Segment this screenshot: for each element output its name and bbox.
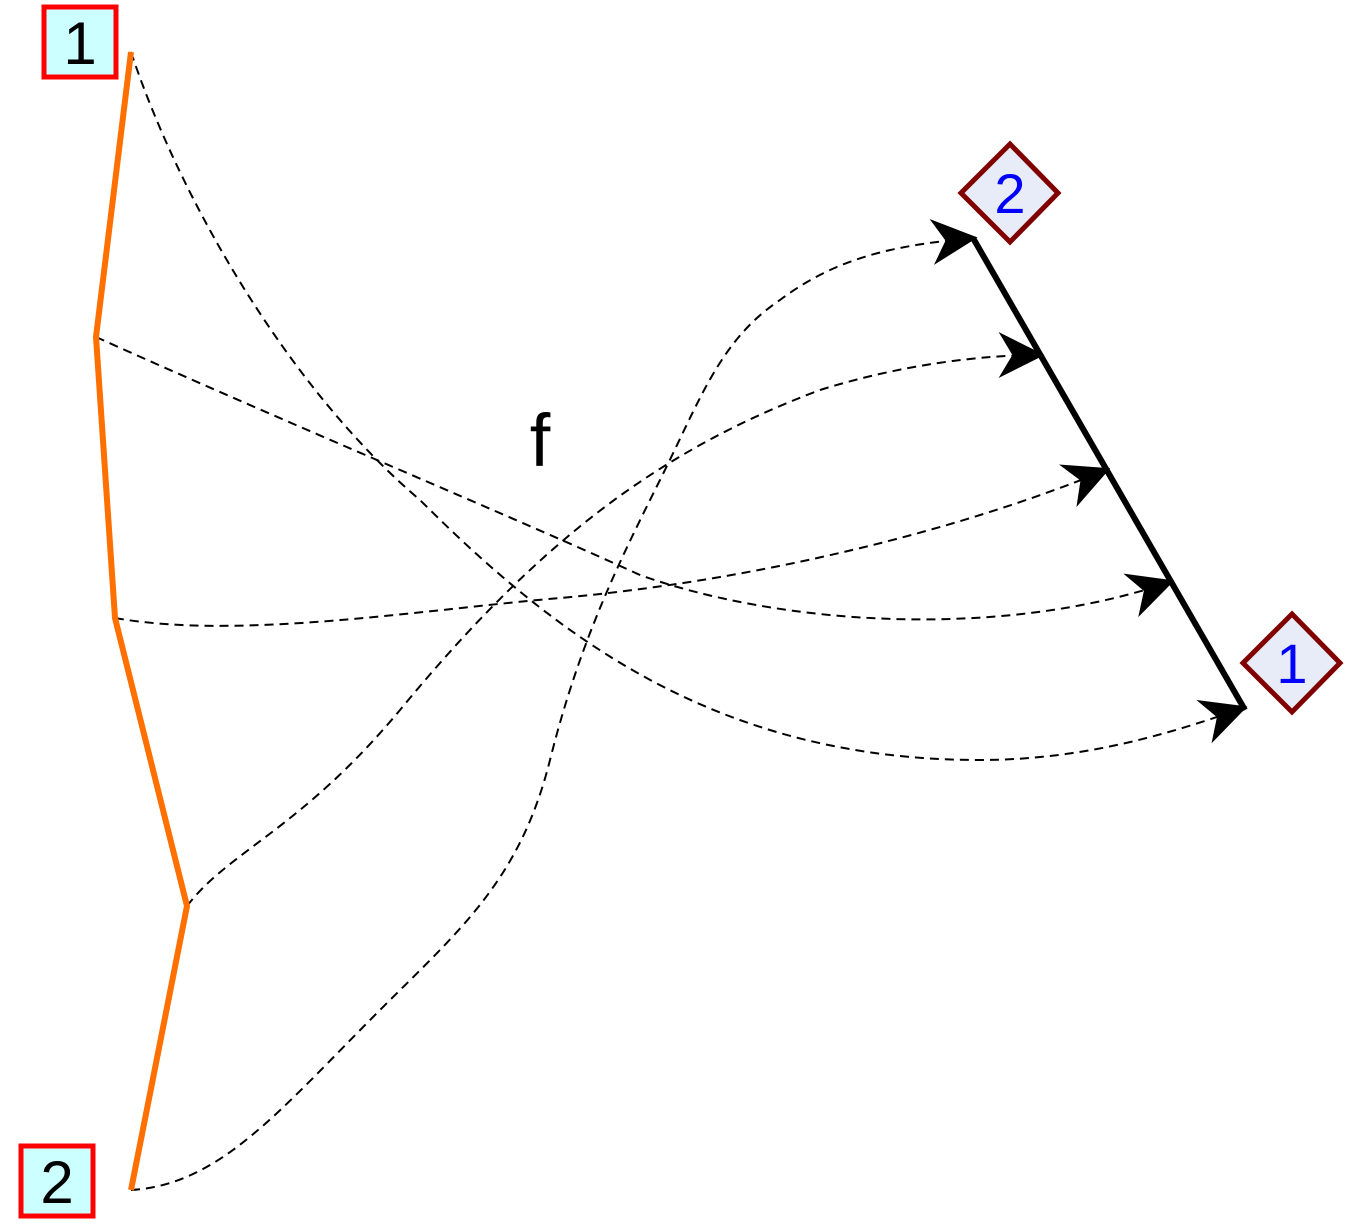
function-label: f xyxy=(530,399,551,482)
mapping-arrow-5-to-2 xyxy=(130,219,978,1191)
target-start-label: 1 xyxy=(1239,610,1344,716)
mapping-arrow-3-to-4 xyxy=(114,464,1111,627)
source-end-label: 2 xyxy=(18,1143,96,1219)
source-start-label: 1 xyxy=(41,4,119,80)
source-start-label-box xyxy=(41,4,119,80)
target-end-label-box xyxy=(957,140,1062,246)
mapping-arrow-4-to-5 xyxy=(186,332,1045,907)
target-segment xyxy=(970,236,1248,712)
source-start-label-text: 1 xyxy=(63,10,96,77)
target-start-label-text: 1 xyxy=(1276,632,1307,695)
mapping-arrows xyxy=(95,51,1248,1191)
mapping-arrow-2-to-3 xyxy=(95,336,1175,621)
target-start-label-box xyxy=(1239,610,1344,716)
target-end-label-text: 2 xyxy=(994,162,1025,225)
mapping-arrow-1-to-1 xyxy=(130,51,1248,762)
source-end-label-box xyxy=(18,1143,96,1219)
source-end-label-text: 2 xyxy=(40,1149,73,1216)
source-polyline xyxy=(92,51,191,1191)
target-end-label: 2 xyxy=(957,140,1062,246)
